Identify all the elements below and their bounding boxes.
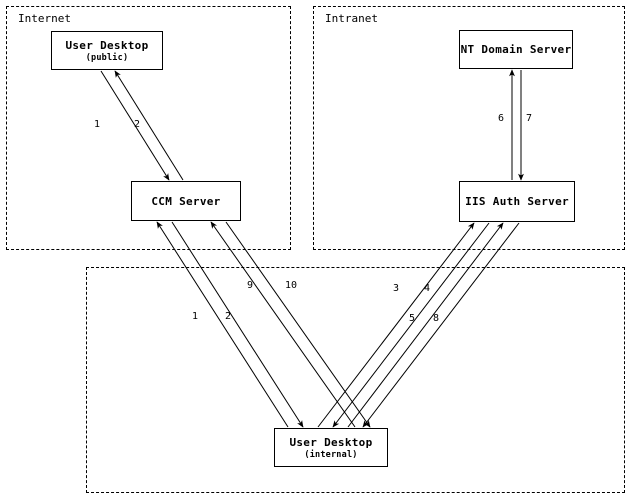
- zone-internet: [6, 6, 291, 250]
- flow-label-flow-2-public: 2: [134, 119, 141, 130]
- node-ccm-server: CCM Server: [131, 181, 241, 221]
- node-title: CCM Server: [151, 194, 221, 208]
- flow-label-flow-4: 4: [424, 283, 431, 294]
- flow-arrow-2: [114, 70, 184, 181]
- flow-arrow-10: [225, 221, 371, 428]
- node-user-desktop-internal: User Desktop (internal): [274, 428, 388, 467]
- node-title: NT Domain Server: [460, 43, 572, 56]
- zone-internal-lan: [86, 267, 625, 493]
- flow-label-flow-3: 3: [393, 283, 400, 294]
- flow-label-flow-10: 10: [285, 280, 298, 291]
- node-subtitle: (internal): [304, 449, 358, 460]
- flow-label-flow-2-internal: 2: [225, 311, 232, 322]
- flow-arrow-5: [347, 222, 504, 428]
- flow-label-flow-8: 8: [433, 313, 440, 324]
- flow-arrow-3: [317, 222, 475, 428]
- flow-arrow-4: [332, 222, 490, 428]
- node-nt-domain-server: NT Domain Server: [459, 30, 573, 69]
- flow-label-flow-6: 6: [498, 113, 505, 124]
- flow-arrow-8: [362, 222, 520, 428]
- node-title: User Desktop: [289, 435, 373, 449]
- node-title: IIS Auth Server: [465, 195, 569, 208]
- node-subtitle: (public): [85, 52, 129, 63]
- flow-arrow-1: [156, 221, 289, 428]
- node-iis-auth-server: IIS Auth Server: [459, 181, 575, 222]
- flow-label-flow-1-public: 1: [94, 119, 101, 130]
- zone-label-intranet: Intranet: [325, 12, 378, 25]
- node-title: User Desktop: [65, 38, 149, 52]
- flow-label-flow-7: 7: [526, 113, 533, 124]
- flow-label-flow-5: 5: [409, 313, 416, 324]
- flow-arrow-1: [100, 70, 170, 181]
- flow-arrow-2: [171, 221, 304, 428]
- node-user-desktop-public: User Desktop (public): [51, 31, 163, 70]
- flow-arrow-9: [210, 221, 356, 428]
- flow-label-flow-1-internal: 1: [192, 311, 199, 322]
- zone-label-internet: Internet: [18, 12, 71, 25]
- flow-label-flow-9: 9: [247, 280, 254, 291]
